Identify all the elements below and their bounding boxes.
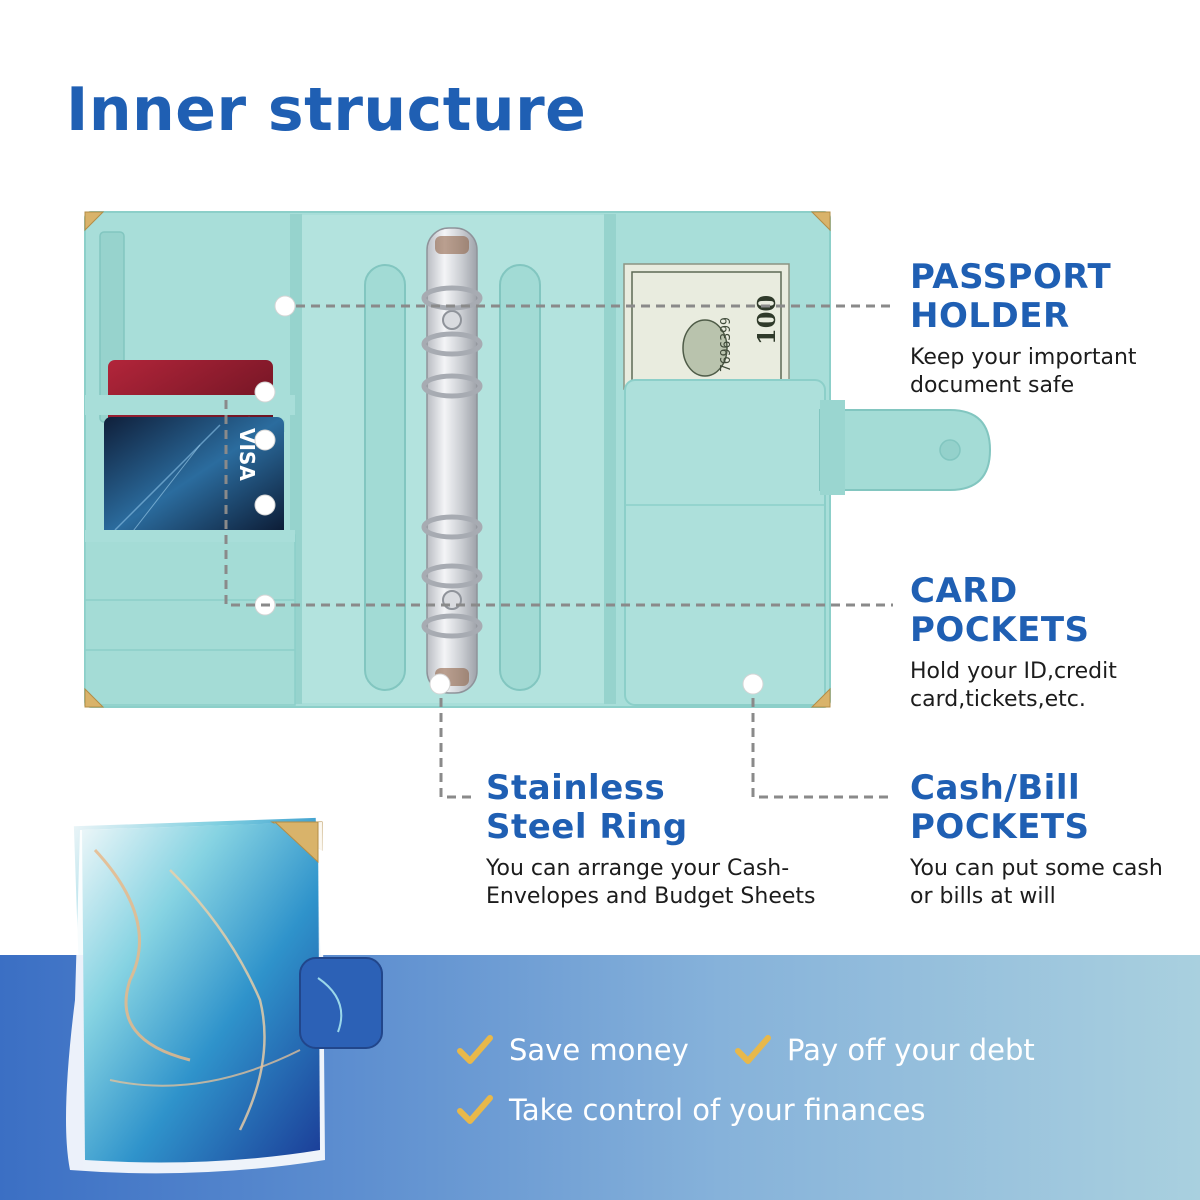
feature-description-line: or bills at will	[910, 884, 1056, 909]
feature-description: You can arrange your Cash- Envelopes and…	[486, 855, 816, 911]
feature-heading: Stainless	[486, 768, 666, 808]
feature-description-line: You can arrange your Cash-	[486, 856, 790, 881]
cash-bill: 7696399 100	[623, 263, 790, 390]
feature-heading: Steel Ring	[486, 807, 688, 847]
feature-description-line: card,tickets,etc.	[910, 687, 1086, 712]
benefit-label: Take control of your finances	[509, 1093, 926, 1127]
leader-lines	[224, 304, 893, 799]
checkmark-icon	[735, 1035, 771, 1064]
marble-cover-front	[66, 821, 383, 1174]
feature-steel-ring: Stainless Steel Ring You can arrange you…	[486, 769, 816, 911]
page-title: Inner structure	[66, 75, 587, 145]
card-pockets: VISA VISA	[84, 360, 296, 706]
benefit-label: Save money	[509, 1033, 689, 1067]
benefit-label: Pay off your debt	[787, 1033, 1035, 1067]
bill-serial-text: 7696399	[719, 317, 734, 372]
gold-corners	[84, 211, 831, 708]
feature-passport-holder: PASSPORT HOLDER Keep your important docu…	[910, 258, 1137, 400]
feature-cash-pockets: Cash/Bill POCKETS You can put some cash …	[910, 769, 1163, 911]
feature-description-line: document safe	[910, 373, 1075, 398]
callout-dots	[254, 295, 764, 695]
feature-description-line: You can put some cash	[910, 856, 1163, 881]
feature-heading: PASSPORT	[910, 257, 1112, 297]
open-binder: VISA VISA	[84, 211, 992, 708]
feature-description: Keep your important document safe	[910, 344, 1137, 400]
checkmark-icon	[457, 1095, 493, 1124]
benefit-take-control: Take control of your finances	[455, 1090, 926, 1130]
feature-description-line: Envelopes and Budget Sheets	[486, 884, 816, 909]
feature-heading: CARD	[910, 571, 1018, 611]
bill-value-text: 100	[752, 295, 781, 345]
feature-heading: Cash/Bill	[910, 768, 1081, 808]
feature-description: Hold your ID,credit card,tickets,etc.	[910, 658, 1117, 714]
benefit-save-money: Save money	[455, 1030, 689, 1070]
feature-description: You can put some cash or bills at will	[910, 855, 1163, 911]
checkmark-icon	[457, 1035, 493, 1064]
feature-card-pockets: CARD POCKETS Hold your ID,credit card,ti…	[910, 572, 1117, 714]
benefit-pay-off-debt: Pay off your debt	[733, 1030, 1035, 1070]
ring-mechanism	[421, 227, 483, 694]
feature-heading: HOLDER	[910, 296, 1070, 336]
feature-heading: POCKETS	[910, 610, 1090, 650]
feature-description-line: Hold your ID,credit	[910, 659, 1117, 684]
feature-heading: POCKETS	[910, 807, 1090, 847]
feature-description-line: Keep your important	[910, 345, 1137, 370]
